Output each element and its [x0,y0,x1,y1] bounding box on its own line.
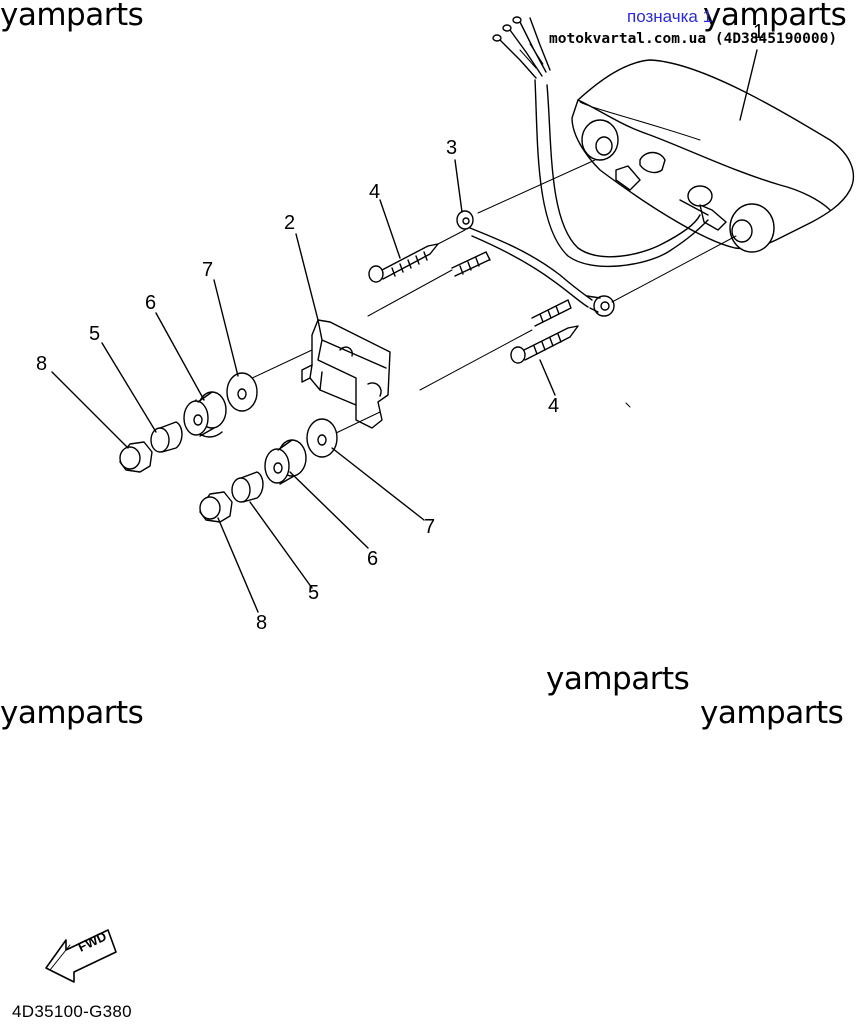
part-7-washer-lower [306,418,338,458]
part-4-screw-lower [510,325,579,364]
callout-5-lower: 5 [308,582,320,604]
callout-4-lower: 4 [548,395,560,417]
callout-3: 3 [446,137,458,159]
part-2-bracket [301,319,391,429]
stud-upper [451,251,491,277]
part-6-grommet-upper [183,391,227,438]
callout-8-lower: 8 [256,612,268,634]
part-5-collar-upper [150,421,183,453]
part-5-collar-lower [231,471,264,503]
part-4-screw-upper [368,243,439,283]
callout-6-lower: 6 [367,548,379,570]
callout-1: 1 [753,21,765,43]
part-8-nut-upper [119,441,153,473]
callout-2: 2 [284,212,296,234]
leader-lines [51,49,758,613]
part-6-grommet-lower [264,439,307,485]
callout-8-upper: 8 [36,353,48,375]
part-1-housing [571,59,854,253]
callout-5-upper: 5 [89,323,101,345]
site-reference: motokvartal.com.ua (4D3845190000) [549,31,838,47]
part-8-nut-lower [199,491,233,523]
watermark-top-right: yamparts [703,0,847,33]
watermark-middle-right-upper: yamparts [546,661,690,697]
watermark-middle-left: yamparts [0,695,144,731]
callout-7-lower: 7 [424,516,436,538]
fwd-arrow-icon [45,929,117,983]
wire-harness [492,16,709,268]
tag-link[interactable]: позначка 1 [627,7,713,26]
callout-7-upper: 7 [202,259,214,281]
stud-lower [531,299,572,327]
part-7-washer-upper [226,372,258,412]
axis-lines [247,159,737,435]
watermark-top-left: yamparts [0,0,144,33]
part-3-lead [456,210,615,317]
callout-4-upper: 4 [369,181,381,203]
drawing-code: 4D35100-G380 [12,1002,132,1021]
callout-6-upper: 6 [145,292,157,314]
watermark-middle-right: yamparts [700,695,844,731]
